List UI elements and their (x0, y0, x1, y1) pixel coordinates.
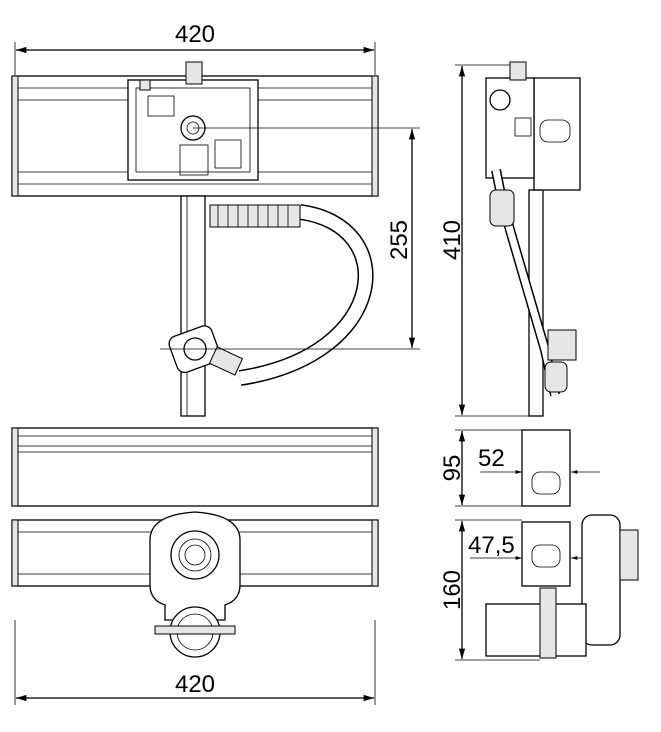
dimension-top-width: 420 (175, 21, 215, 48)
dimension-total-height: 410 (439, 220, 466, 260)
corrugated-hose (209, 204, 301, 228)
plate-detail: 95 52 160 47,5 (439, 429, 639, 661)
dimension-plate-offset: 52 (478, 445, 505, 472)
drain-pipe (485, 603, 587, 657)
lower-plate (521, 521, 571, 587)
mounting-plate-detail (521, 429, 571, 507)
dimension-lower-height: 160 (439, 570, 466, 610)
dimension-lower-offset: 47,5 (468, 532, 515, 559)
siphon-side (581, 514, 621, 646)
mounting-plate (533, 77, 581, 191)
rail-top-view (11, 427, 379, 507)
front-view: 420 (11, 21, 420, 417)
dimension-bottom-width: 420 (175, 671, 215, 698)
top-view: 420 (11, 427, 379, 705)
dimension-drain-height: 255 (386, 220, 413, 260)
vertical-pipe (180, 195, 206, 417)
dimension-plate-height: 95 (439, 455, 466, 482)
side-view: 410 (439, 61, 581, 417)
